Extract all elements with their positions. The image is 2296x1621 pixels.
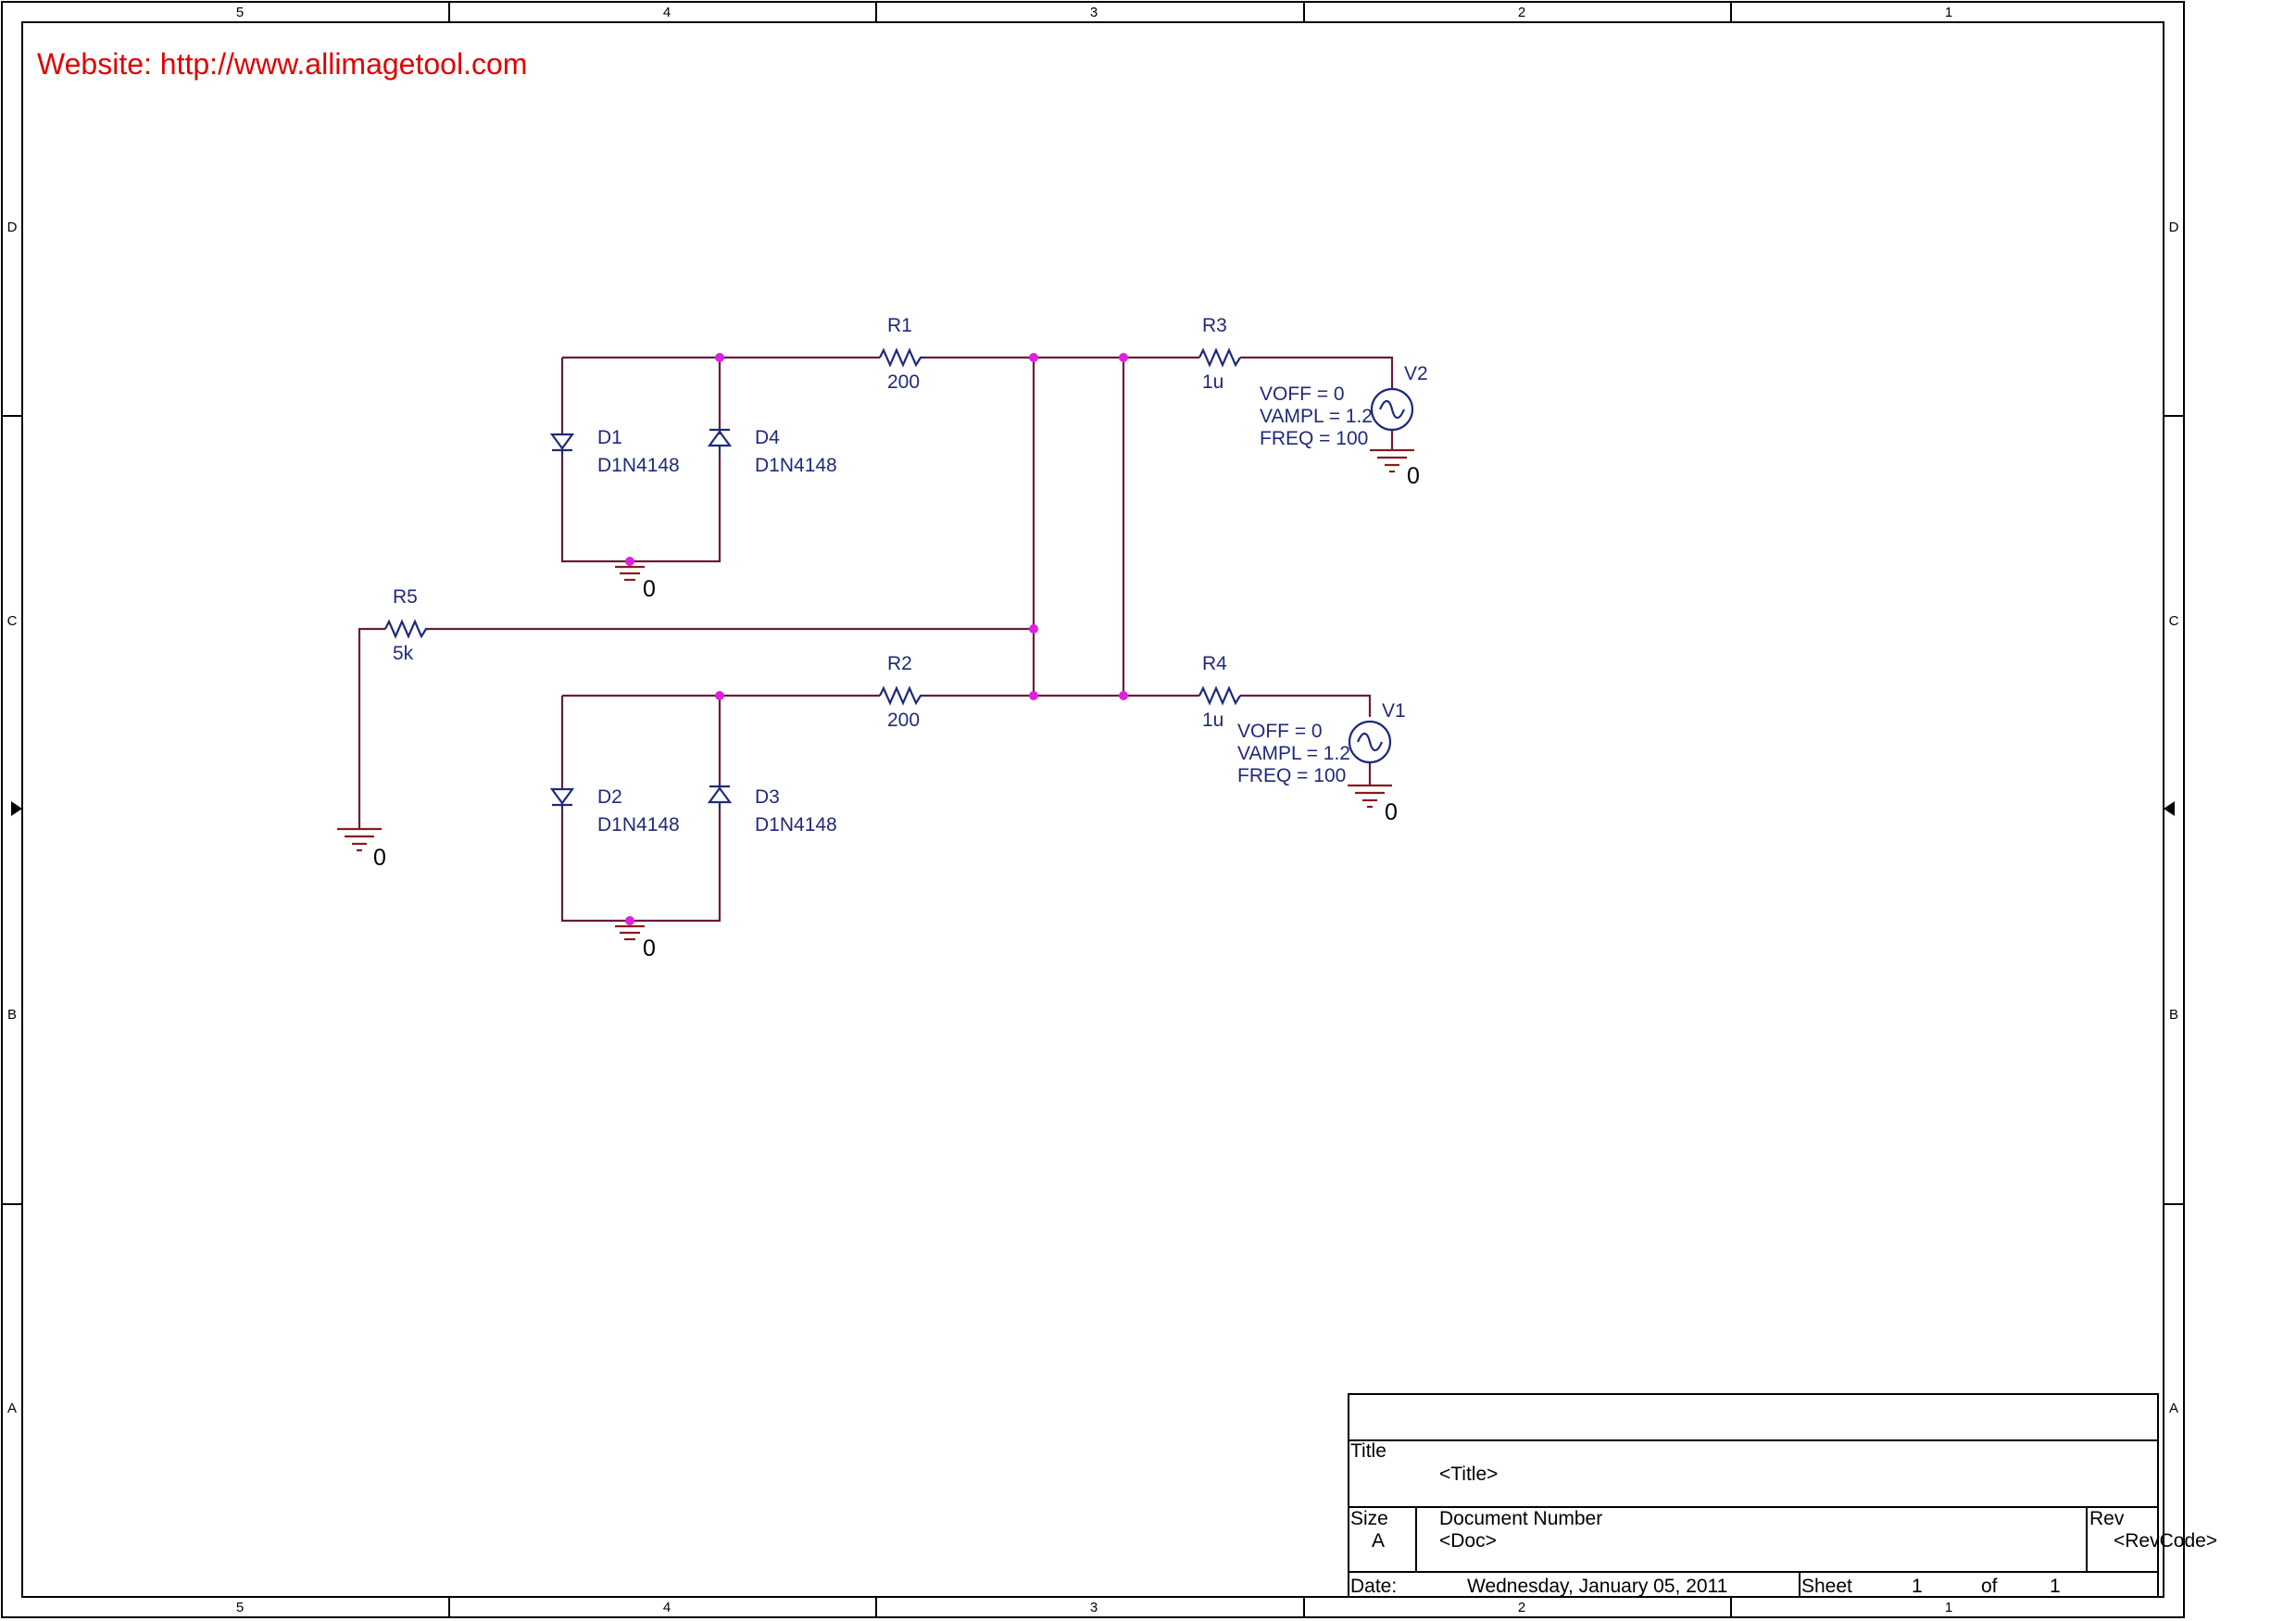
sheet-border [1, 1, 2185, 1618]
size-value: A [1372, 1530, 1385, 1552]
sheet-number: 1 [1912, 1576, 1923, 1597]
resistor-r1 [879, 347, 924, 368]
ground-label: 0 [1385, 799, 1398, 825]
v2-vampl: VAMPL = 1.2 [1260, 406, 1373, 427]
r1-value: 200 [887, 371, 920, 393]
v2-freq: FREQ = 100 [1260, 428, 1368, 449]
junction-dot [715, 353, 724, 362]
r5-value: 5k [393, 643, 414, 664]
diode-d3 [707, 785, 733, 810]
resistor-r5 [384, 619, 428, 639]
resistor-r3 [1198, 347, 1241, 368]
title-label: Title [1350, 1440, 1386, 1462]
r2-ref: R2 [887, 653, 912, 674]
junction-dot [625, 916, 634, 925]
d3-ref: D3 [755, 786, 780, 808]
date-label: Date: [1350, 1576, 1397, 1597]
diode-d2 [549, 787, 575, 810]
zone-row-b-right: B [2169, 1007, 2178, 1023]
junction-dot [1119, 691, 1128, 700]
website-note: Website: http://www.allimagetool.com [37, 47, 527, 81]
zone-col-2-bottom: 2 [1518, 1600, 1525, 1615]
v2-voff: VOFF = 0 [1260, 383, 1345, 405]
r3-ref: R3 [1202, 315, 1227, 336]
r2-value: 200 [887, 710, 920, 731]
ground-label: 0 [1407, 463, 1420, 489]
zone-col-4-bottom: 4 [663, 1600, 671, 1615]
r4-ref: R4 [1202, 653, 1227, 674]
ground-r5 [337, 827, 382, 852]
r4-value: 1u [1202, 710, 1223, 731]
v1-freq: FREQ = 100 [1237, 765, 1346, 786]
d4-value: D1N4148 [755, 455, 837, 476]
zone-row-a-right: A [2169, 1401, 2178, 1416]
r5-ref: R5 [393, 586, 418, 608]
v1-ref: V1 [1382, 700, 1406, 722]
ground-label: 0 [643, 936, 656, 961]
v1-vampl: VAMPL = 1.2 [1237, 743, 1350, 764]
document-number-label: Document Number [1439, 1508, 1602, 1529]
zone-row-c-left: C [7, 613, 18, 629]
source-v1 [1348, 720, 1392, 764]
sheet-total: 1 [2050, 1576, 2061, 1597]
source-v2 [1370, 387, 1414, 432]
d1-value: D1N4148 [597, 455, 680, 476]
ground-label: 0 [643, 576, 656, 602]
zone-row-a-left: A [7, 1401, 17, 1416]
zone-col-5-top: 5 [236, 5, 244, 20]
ground-v1 [1348, 784, 1392, 809]
d2-ref: D2 [597, 786, 622, 808]
diode-d4 [707, 428, 733, 455]
resistor-r2 [879, 685, 924, 706]
ground-label: 0 [373, 845, 386, 871]
rev-label: Rev [2089, 1508, 2125, 1529]
r1-ref: R1 [887, 315, 912, 336]
junction-dot [1029, 624, 1038, 634]
d4-ref: D4 [755, 427, 780, 448]
zone-col-1-bottom: 1 [1945, 1600, 1952, 1615]
title-value: <Title> [1439, 1464, 1498, 1485]
junction-dot [1029, 353, 1038, 362]
r3-value: 1u [1202, 371, 1223, 393]
ground-v2 [1370, 448, 1414, 473]
v2-ref: V2 [1404, 363, 1428, 384]
zone-col-3-bottom: 3 [1090, 1600, 1098, 1615]
d3-value: D1N4148 [755, 814, 837, 836]
d2-value: D1N4148 [597, 814, 680, 836]
wires [358, 356, 1394, 923]
zone-col-4-top: 4 [663, 5, 671, 20]
junction-dot [715, 691, 724, 700]
zone-col-3-top: 3 [1090, 5, 1098, 20]
v1-voff: VOFF = 0 [1237, 721, 1323, 742]
resistor-r4 [1198, 685, 1241, 706]
sheet-label: Sheet [1801, 1576, 1852, 1597]
zone-row-b-left: B [7, 1007, 17, 1023]
zone-row-d-left: D [7, 220, 18, 235]
rev-value: <RevCode> [2114, 1530, 2217, 1552]
zone-col-2-top: 2 [1518, 5, 1525, 20]
of-label: of [1981, 1576, 1998, 1597]
zone-row-c-right: C [2169, 613, 2179, 629]
zone-col-1-top: 1 [1945, 5, 1952, 20]
d1-ref: D1 [597, 427, 622, 448]
junction-dot [625, 557, 634, 566]
document-number-value: <Doc> [1439, 1530, 1497, 1552]
zone-row-d-right: D [2169, 220, 2179, 235]
date-value: Wednesday, January 05, 2011 [1467, 1576, 1727, 1597]
junction-dot [1119, 353, 1128, 362]
junction-dot [1029, 691, 1038, 700]
size-label: Size [1350, 1508, 1388, 1529]
title-block [1348, 1393, 2159, 1598]
zone-col-5-bottom: 5 [236, 1600, 244, 1615]
diode-d1 [549, 433, 575, 455]
